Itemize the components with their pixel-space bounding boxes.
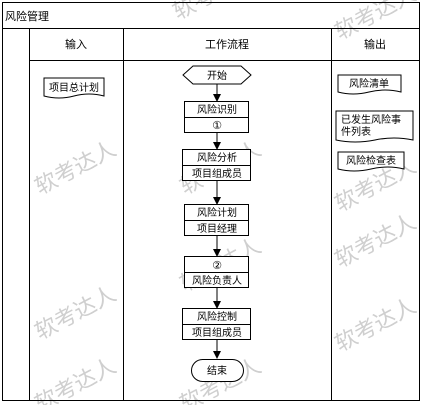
lane-header-output: 输出 xyxy=(364,37,386,51)
document-shape xyxy=(337,151,405,172)
step-risk-owner: ② 风险负责人 xyxy=(184,256,249,288)
document-shape xyxy=(335,110,414,143)
step-risk-planning: 风险计划 项目经理 xyxy=(184,204,249,236)
start-node: 开始 xyxy=(182,65,252,85)
step-bottom-label: ① xyxy=(212,119,222,132)
step-bottom-label: 风险负责人 xyxy=(192,274,242,287)
step-top-label: 风险分析 xyxy=(197,151,237,164)
output-document-occurred-risk-event-list: 已发生风险事 件列表 xyxy=(335,110,414,143)
lane-header-input: 输入 xyxy=(65,37,87,51)
step-top-label: 风险计划 xyxy=(197,206,237,219)
step-top-label: 风险识别 xyxy=(197,103,237,116)
end-node: 结束 xyxy=(191,359,244,382)
end-terminator xyxy=(191,359,244,382)
document-shape xyxy=(337,74,402,95)
swimlane-frame xyxy=(2,2,420,401)
output-document-label-line-2: 件列表 xyxy=(341,125,371,138)
step-top-label: ② xyxy=(212,259,222,272)
document-shape xyxy=(43,77,105,99)
output-document-label: 风险检查表 xyxy=(346,154,396,167)
start-label: 开始 xyxy=(207,69,227,82)
watermark-text: 软考达人 xyxy=(31,137,120,200)
process-flow: 开始 风险识别 ① 风险分析 项目组成员 风险计划 项目经理 xyxy=(182,65,252,382)
watermark-text: 软考达人 xyxy=(31,354,120,405)
step-bottom-label: 项目组成员 xyxy=(192,167,242,180)
output-document-label: 风险清单 xyxy=(349,77,389,90)
start-hexagon xyxy=(182,65,252,85)
watermark-text: 软考达人 xyxy=(169,0,258,25)
output-document-risk-checklist: 风险检查表 xyxy=(337,151,405,172)
watermark-text: 软考达人 xyxy=(31,282,120,345)
output-document-risk-list: 风险清单 xyxy=(337,74,402,95)
step-risk-analysis: 风险分析 项目组成员 xyxy=(182,149,251,181)
input-document-project-master-plan: 项目总计划 xyxy=(43,77,105,99)
input-document-label: 项目总计划 xyxy=(49,81,99,94)
step-top-label: 风险控制 xyxy=(197,310,237,323)
diagram-title: 风险管理 xyxy=(5,9,49,23)
watermark-text: 软考达人 xyxy=(331,294,420,357)
step-risk-control: 风险控制 项目组成员 xyxy=(182,308,251,340)
step-bottom-label: 项目经理 xyxy=(197,222,237,235)
outer-border xyxy=(2,2,420,401)
step-risk-identification: 风险识别 ① xyxy=(184,101,249,133)
output-document-label-line-1: 已发生风险事 xyxy=(341,113,401,126)
watermark-text: 软考达人 xyxy=(331,210,420,273)
step-bottom-label: 项目组成员 xyxy=(192,326,242,339)
end-label: 结束 xyxy=(207,364,227,377)
lane-header-process: 工作流程 xyxy=(205,37,249,51)
